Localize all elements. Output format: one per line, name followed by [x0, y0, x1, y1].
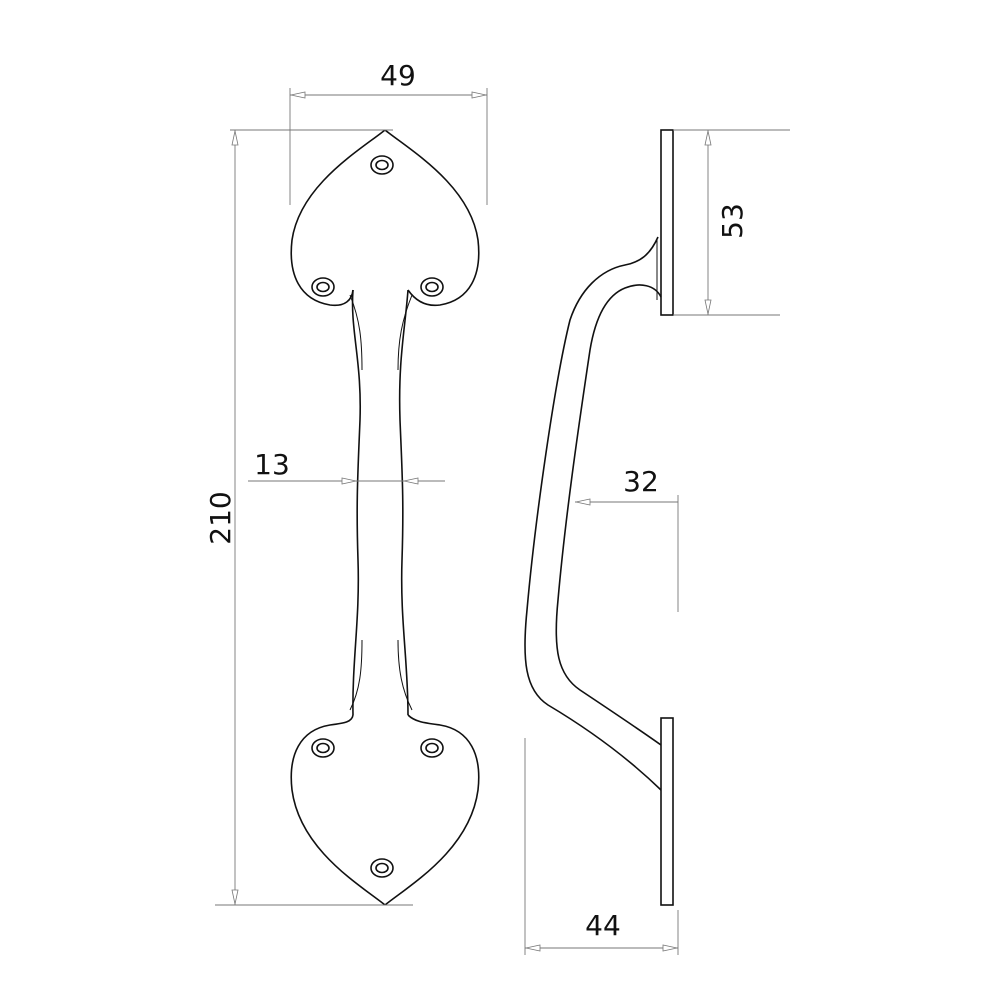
height-label: 210	[204, 491, 237, 544]
screw-hole	[311, 738, 335, 758]
handle-profile	[524, 236, 662, 791]
screw-hole-inner	[375, 159, 389, 171]
top-heart-plate	[290, 129, 480, 307]
front-view	[290, 129, 480, 906]
screw-hole-inner	[316, 281, 330, 293]
projection-label: 44	[585, 909, 621, 942]
bottom-heart-plate	[290, 714, 480, 906]
screw-hole	[311, 277, 335, 297]
screw-hole-inner	[375, 862, 389, 874]
plate-height-label: 53	[716, 203, 749, 239]
width-label: 49	[380, 59, 416, 92]
grip-width-label: 13	[254, 448, 290, 481]
dimension-13: 13	[248, 448, 445, 485]
dimension-53: 53	[673, 129, 790, 316]
grip-clearance-label: 32	[623, 465, 659, 498]
screw-hole	[420, 738, 444, 758]
screw-hole-inner	[316, 742, 330, 754]
dimension-210: 210	[204, 129, 413, 906]
screw-hole	[370, 155, 394, 175]
bottom-mount-plate	[660, 717, 674, 906]
screw-hole-inner	[425, 281, 439, 293]
screw-hole	[370, 858, 394, 878]
stem-inner-lines	[349, 294, 413, 711]
dimension-49: 49	[289, 59, 488, 205]
screw-hole	[420, 277, 444, 297]
top-mount-plate	[660, 129, 674, 316]
dimension-32: 32	[575, 465, 679, 612]
dimension-44: 44	[524, 738, 679, 955]
side-view	[524, 129, 674, 906]
handle-stem	[351, 289, 409, 716]
screw-holes	[311, 155, 444, 878]
screw-hole-inner	[425, 742, 439, 754]
